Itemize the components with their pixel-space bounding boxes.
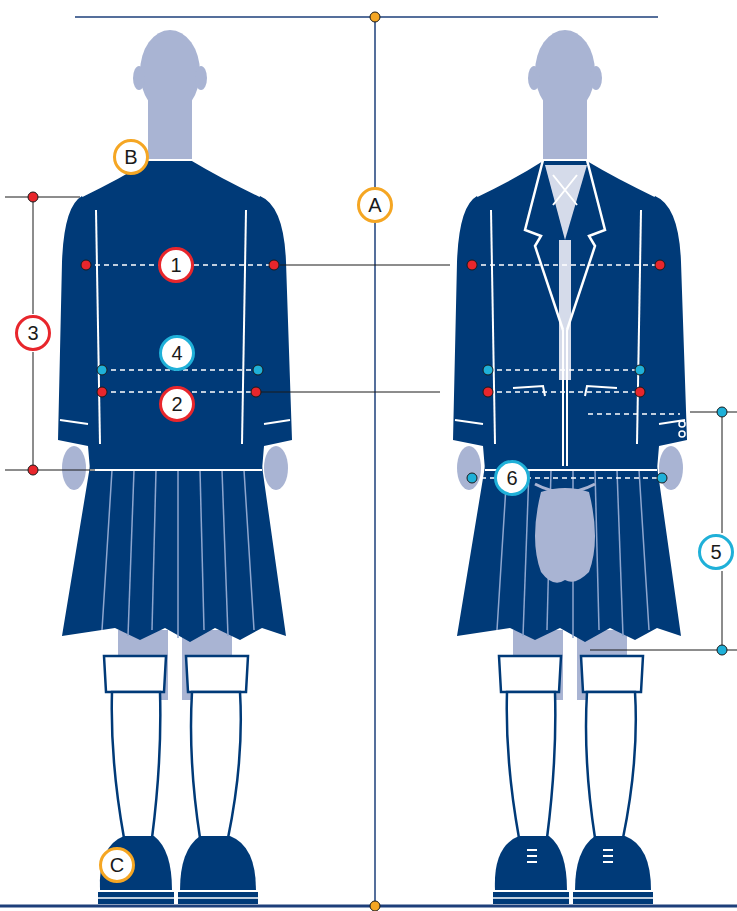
callout-circle: A — [357, 187, 393, 223]
callout-label: 2 — [171, 394, 182, 414]
callout-circle: 5 — [698, 534, 734, 570]
callout-circle: C — [99, 847, 135, 883]
callout-label: B — [124, 147, 137, 167]
callout-label: 1 — [170, 255, 181, 275]
callout-label: 3 — [27, 323, 38, 343]
callout-circle: 6 — [494, 460, 530, 496]
callout-label: C — [110, 855, 124, 875]
callout-label: 4 — [171, 343, 182, 363]
callout-circle: B — [113, 139, 149, 175]
callout-circle: 2 — [159, 386, 195, 422]
callout-label: 6 — [506, 468, 517, 488]
callout-label: A — [368, 195, 381, 215]
callout-circle: 3 — [15, 315, 51, 351]
callout-circle: 1 — [158, 247, 194, 283]
callout-circle: 4 — [159, 335, 195, 371]
callout-label: 5 — [710, 542, 721, 562]
